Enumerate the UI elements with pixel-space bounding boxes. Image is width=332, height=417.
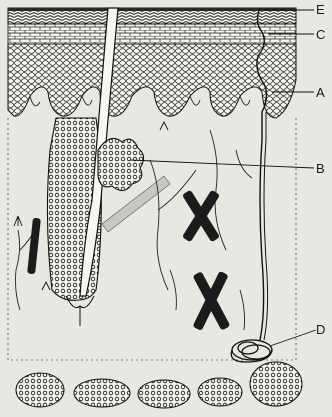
label-d: D bbox=[316, 322, 325, 337]
label-e: E bbox=[316, 2, 325, 17]
label-a: A bbox=[316, 85, 325, 100]
label-b: B bbox=[316, 161, 325, 176]
sebaceous-gland bbox=[98, 138, 144, 190]
surface-dark-band bbox=[8, 8, 296, 11]
granular-layer bbox=[8, 24, 296, 44]
label-c: C bbox=[316, 27, 325, 42]
